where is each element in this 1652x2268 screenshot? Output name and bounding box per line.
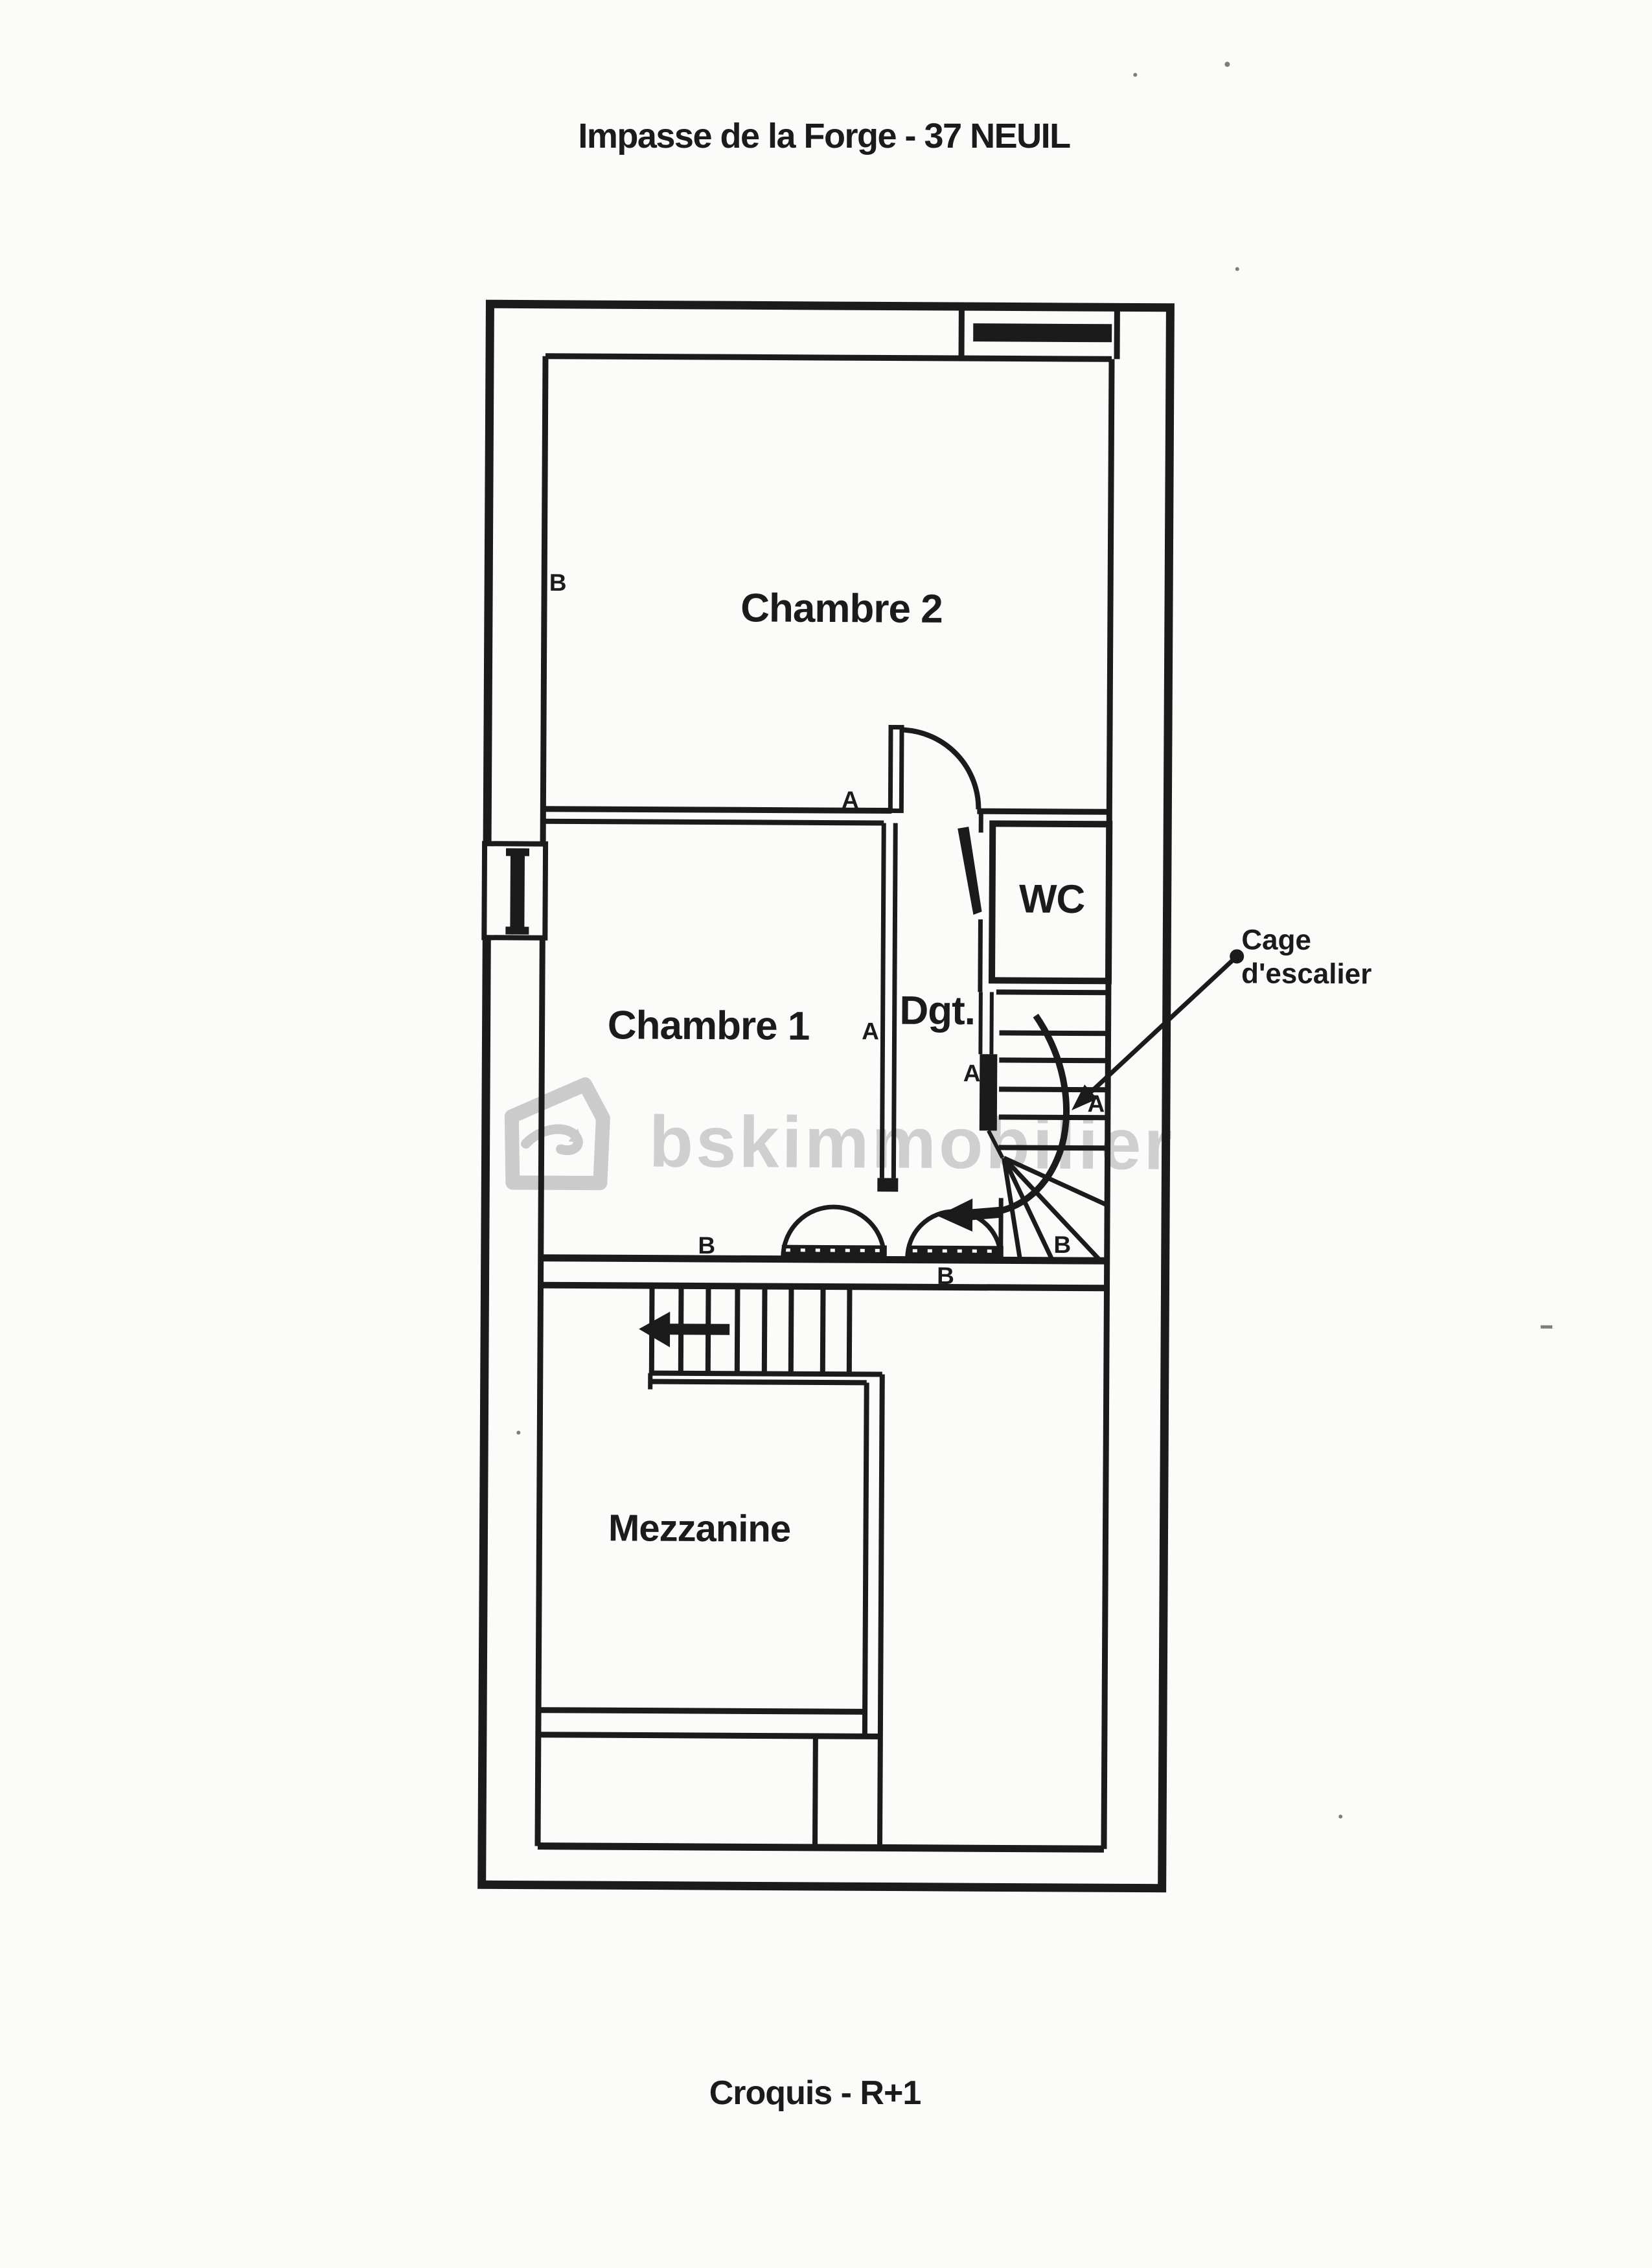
wc-door-leaf: [958, 827, 982, 915]
upper-section-bottom-wall: [540, 1204, 1107, 1265]
door-swing-arc-stair: [905, 1209, 1004, 1259]
door-swing-arc: [902, 727, 981, 810]
staircase: [937, 992, 1108, 1263]
caption-text: Croquis - R+1: [709, 2074, 921, 2112]
leader-arrowhead: [1071, 1084, 1098, 1110]
door-threshold-hatch: [781, 1244, 1004, 1257]
label-chambre-1: Chambre 1: [608, 1003, 810, 1049]
marker-b3: B: [1053, 1231, 1071, 1258]
label-mezzanine: Mezzanine: [608, 1507, 790, 1550]
marker-b2: B: [698, 1232, 715, 1259]
mezzanine-section: [537, 1281, 1107, 1853]
plan-sheet: bskimmobilier: [477, 62, 1553, 1893]
label-wc: WC: [1019, 877, 1085, 922]
label-dgt: Dgt.: [899, 989, 975, 1034]
room-mezzanine-walls: [538, 1374, 885, 1848]
watermark-house-icon: [504, 1077, 610, 1191]
annotation-cage: Cage: [1241, 924, 1311, 956]
room-wc-walls: [958, 814, 1113, 996]
leader-line: [1075, 954, 1239, 1107]
door-chambre2: [888, 724, 981, 814]
marker-a1: A: [842, 786, 859, 813]
scan-specks: [516, 62, 1553, 1819]
inner-bottom-wall: [537, 1842, 1104, 1853]
window-symbol: [481, 841, 549, 941]
mezzanine-stair-arrow-icon: [639, 1311, 730, 1347]
watermark: bskimmobilier: [504, 1077, 1175, 1191]
marker-a4: A: [1088, 1090, 1105, 1117]
marker-a3: A: [963, 1060, 981, 1086]
door-swing-arc-chambre1: [781, 1204, 887, 1258]
inner-walls: [534, 353, 1115, 1850]
mezzanine-stairs: [648, 1288, 882, 1390]
stair-straight-flight: [998, 1030, 1108, 1151]
marker-b1: B: [549, 569, 567, 596]
chimney-symbol: [958, 305, 1120, 360]
annotation-escalier: d'escalier: [1241, 957, 1372, 990]
page-title: Impasse de la Forge - 37 NEUIL: [578, 117, 1070, 155]
outer-walls: [477, 299, 1175, 1893]
stairwell-annotation: Cage d'escalier: [1071, 924, 1372, 1110]
marker-b4: B: [937, 1263, 954, 1289]
label-chambre-2: Chambre 2: [740, 586, 943, 632]
marker-a2: A: [862, 1018, 879, 1044]
partition-chambre1-dgt: [877, 823, 899, 1192]
wall-chambre2-bottom: [543, 806, 1110, 826]
